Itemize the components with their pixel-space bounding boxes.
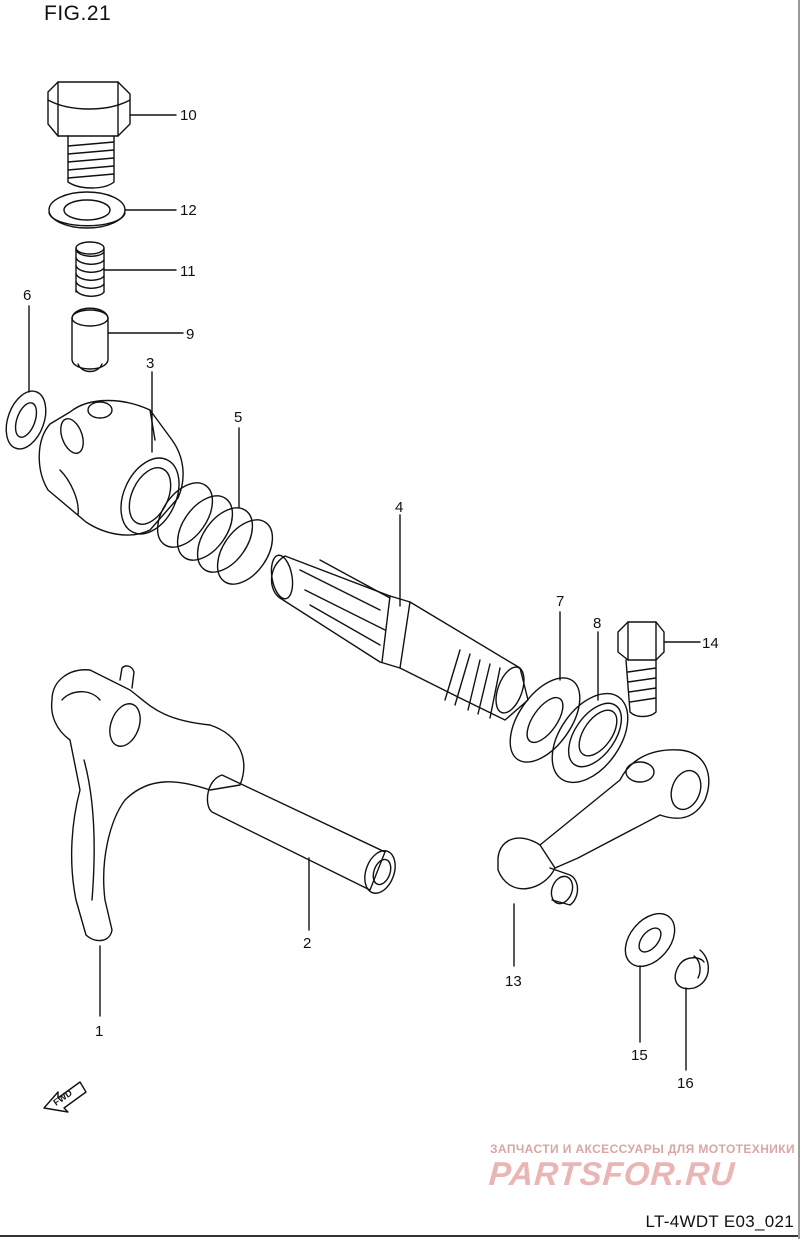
watermark-logo: PARTSFOR.RU [487, 1155, 737, 1192]
part-2-rod [206, 774, 396, 894]
bottom-border [0, 1235, 800, 1237]
callout-15: 15 [631, 1047, 648, 1064]
callout-6: 6 [23, 287, 31, 304]
callout-12: 12 [180, 202, 197, 219]
callout-14: 14 [702, 635, 719, 652]
part-5-spring [156, 482, 274, 585]
callout-7: 7 [556, 593, 564, 610]
right-border [798, 0, 800, 1239]
part-7-washer [509, 677, 581, 763]
callout-8: 8 [593, 615, 601, 632]
callout-4: 4 [395, 499, 403, 516]
part-12-washer [48, 191, 126, 229]
part-13-arm [497, 749, 710, 906]
callout-9: 9 [186, 326, 194, 343]
part-10-bolt [47, 81, 131, 189]
callout-13: 13 [505, 973, 522, 990]
callout-10: 10 [180, 107, 197, 124]
part-1-fork [50, 665, 245, 942]
part-6-washer [5, 390, 47, 450]
callout-1: 1 [95, 1023, 103, 1040]
callout-11: 11 [180, 263, 196, 280]
part-4-shaft [270, 554, 529, 721]
fwd-arrow-icon: FWD [43, 1081, 87, 1113]
callout-5: 5 [234, 409, 242, 426]
callout-16: 16 [677, 1075, 694, 1092]
watermark-tagline: ЗАПЧАСТИ И АКСЕССУАРЫ ДЛЯ МОТОТЕХНИКИ [490, 1142, 796, 1156]
figure-title: FIG.21 [44, 2, 112, 25]
callout-3: 3 [146, 355, 154, 372]
part-11-spring [75, 241, 105, 297]
diagram-code: LT-4WDT E03_021 [645, 1212, 794, 1231]
part-9-pin [71, 307, 109, 373]
callout-2: 2 [303, 935, 311, 952]
part-3-drum [38, 399, 184, 536]
part-14-bolt [617, 621, 665, 718]
part-16-circlip [674, 949, 709, 990]
part-15-washer [624, 912, 676, 968]
part-8-seal [551, 692, 629, 784]
